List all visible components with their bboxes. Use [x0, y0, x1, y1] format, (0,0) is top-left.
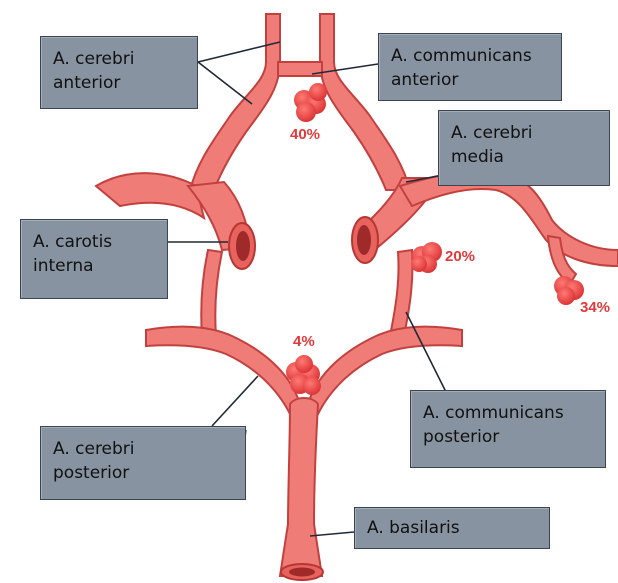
label-basilaris: A. basilaris	[354, 507, 550, 549]
pct-internal-carotid: 20%	[445, 248, 475, 265]
label-cerebri-anterior: A. cerebri anterior	[40, 36, 198, 109]
vessel-posterior-communicating-right	[390, 250, 413, 336]
label-carotis-interna: A. carotis interna	[20, 219, 168, 299]
label-communicans-posterior: A. communicans posterior	[410, 390, 606, 468]
label-communicans-anterior: A. communicans anterior	[378, 33, 562, 101]
pct-anterior-communicating: 40%	[290, 126, 320, 143]
label-cerebri-posterior: A. cerebri posterior	[40, 426, 246, 500]
pct-basilar-tip: 4%	[293, 333, 315, 350]
aneurysm-internal-carotid	[411, 242, 442, 273]
vessel-posterior-cerebral-left	[146, 327, 300, 414]
vessel-anterior-cerebral-left	[190, 14, 280, 190]
vessel-posterior-communicating-left	[201, 250, 222, 336]
vessel-lateral-branch-left	[96, 173, 204, 218]
aneurysm-anterior-communicating	[294, 83, 327, 122]
leader-communicans-posterior	[406, 312, 446, 392]
leader-basilaris	[310, 532, 354, 536]
pct-middle-cerebral: 34%	[580, 299, 610, 316]
label-cerebri-media: A. cerebri media	[438, 110, 610, 186]
leader-cerebri-posterior	[212, 376, 258, 426]
vessel-basilar	[280, 398, 322, 576]
